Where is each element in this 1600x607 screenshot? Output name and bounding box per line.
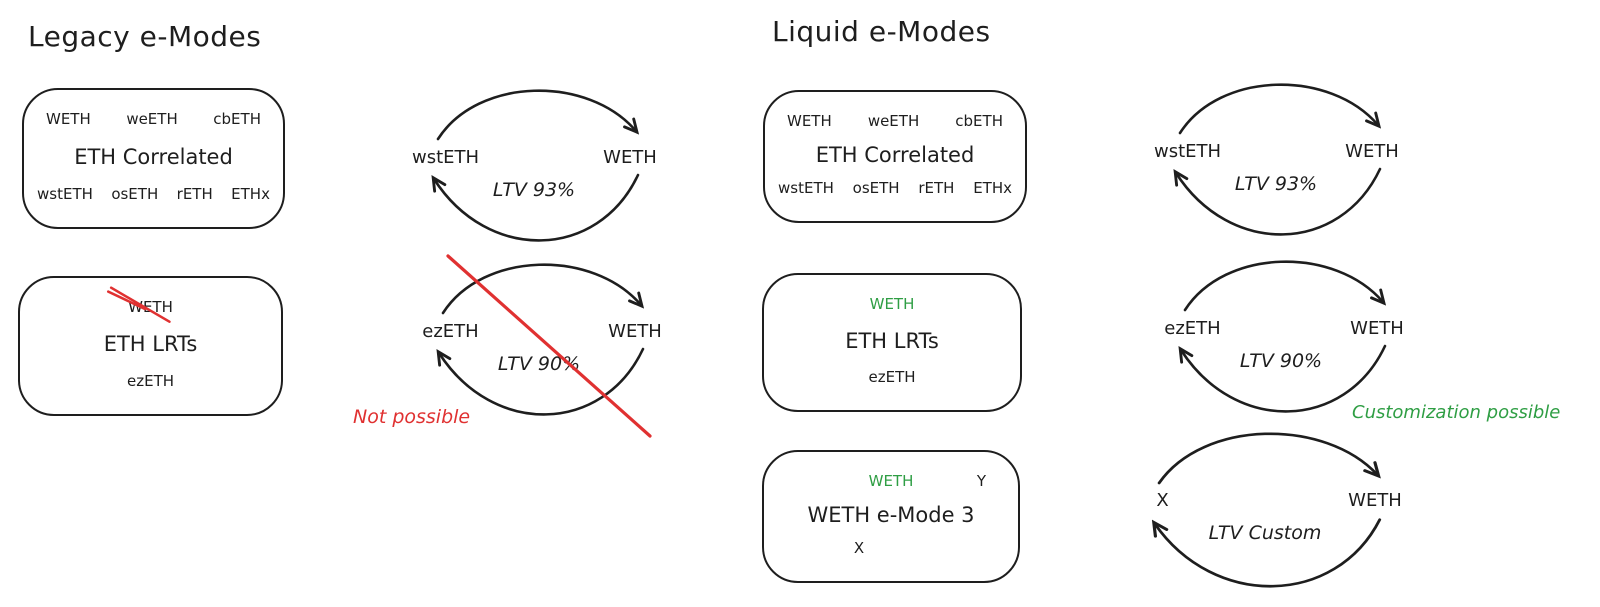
asset-row: wstETH osETH rETH ETHx	[24, 185, 283, 203]
asset-row: ezETH	[764, 368, 1020, 386]
legacy-eth-lrts-box: WETH ETH LRTs ezETH	[18, 276, 283, 416]
asset-token: ezETH	[868, 368, 916, 386]
asset-token: Y	[976, 472, 986, 490]
liquid-cycle-custom-weth: X WETH LTV Custom	[1115, 428, 1415, 595]
box-label-row: ETH LRTs	[764, 329, 1020, 353]
cycle-right-asset: WETH	[1345, 141, 1399, 162]
asset-row: WETH	[20, 298, 281, 316]
not-possible-label: Not possible	[353, 406, 471, 428]
asset-token-enabled: WETH	[868, 472, 914, 490]
box-label: ETH LRTs	[103, 332, 198, 356]
asset-token: osETH	[852, 179, 900, 197]
liquid-title: Liquid e-Modes	[772, 15, 991, 48]
asset-token: X	[853, 539, 865, 557]
legacy-eth-correlated-box: WETH weETH cbETH ETH Correlated wstETH o…	[22, 88, 285, 229]
asset-token: rETH	[176, 185, 213, 203]
asset-token: weETH	[867, 112, 920, 130]
asset-token: wstETH	[778, 179, 834, 197]
cycle-left-asset: wstETH	[1153, 141, 1222, 162]
box-label: WETH e-Mode 3	[807, 502, 975, 527]
asset-token: osETH	[111, 185, 159, 203]
legacy-cycle-ezeth-weth: ezETH WETH LTV 90%	[403, 259, 675, 423]
asset-token: rETH	[918, 179, 955, 197]
liquid-cycle-wsteth-weth: wstETH WETH LTV 93%	[1140, 79, 1412, 243]
asset-token: ETHx	[973, 179, 1012, 197]
asset-token: cbETH	[955, 112, 1003, 130]
red-slash-icon	[440, 248, 658, 444]
cycle-right-asset: WETH	[608, 321, 662, 342]
liquid-weth-emode3-box: WETH Y WETH e-Mode 3 X	[762, 450, 1020, 583]
box-label-row: ETH Correlated	[765, 143, 1025, 167]
asset-row: X	[764, 539, 1018, 557]
cycle-right-asset: WETH	[1350, 318, 1404, 339]
box-label: ETH Correlated	[74, 144, 233, 169]
liquid-eth-lrts-box: WETH ETH LRTs ezETH	[762, 273, 1022, 412]
cycle-left-asset: ezETH	[422, 321, 479, 342]
cycle-right-asset: WETH	[1348, 490, 1402, 511]
box-label: ETH LRTs	[845, 328, 939, 353]
asset-token-struck: WETH	[128, 298, 173, 316]
cycle-arrows-icon	[1145, 260, 1387, 413]
asset-token: cbETH	[213, 110, 261, 128]
cycle-left-asset: wstETH	[411, 147, 480, 168]
asset-token: ezETH	[126, 372, 175, 390]
ltv-label: LTV 90%	[497, 353, 581, 375]
liquid-cycle-ezeth-weth: ezETH WETH LTV 90%	[1145, 256, 1417, 420]
asset-row: WETH	[764, 295, 1020, 313]
ltv-label: LTV Custom	[1208, 522, 1322, 544]
ltv-label: LTV 93%	[492, 179, 576, 201]
cycle-arrows-icon	[398, 89, 640, 242]
cycle-arrows-icon	[403, 263, 645, 416]
legacy-cycle-wsteth-weth: wstETH WETH LTV 93%	[398, 85, 670, 249]
box-label-row: WETH e-Mode 3	[764, 503, 1018, 527]
asset-row: wstETH osETH rETH ETHx	[765, 179, 1025, 197]
asset-row: WETH Y	[764, 472, 1018, 490]
box-label: ETH Correlated	[815, 142, 975, 167]
cycle-left-asset: X	[1156, 490, 1169, 511]
legacy-title: Legacy e-Modes	[28, 20, 262, 53]
asset-row: ezETH	[20, 372, 281, 390]
ltv-label: LTV 93%	[1234, 173, 1318, 195]
ltv-label: LTV 90%	[1239, 350, 1323, 372]
box-label-row: ETH Correlated	[24, 145, 283, 169]
asset-token: weETH	[126, 110, 178, 128]
asset-token-enabled: WETH	[869, 295, 915, 313]
asset-row: WETH weETH cbETH	[24, 110, 283, 128]
liquid-eth-correlated-box: WETH weETH cbETH ETH Correlated wstETH o…	[763, 90, 1027, 223]
box-label-row: ETH LRTs	[20, 332, 281, 356]
asset-token: ETHx	[231, 185, 270, 203]
asset-token: wstETH	[37, 185, 93, 203]
cycle-right-asset: WETH	[603, 147, 657, 168]
asset-token: WETH	[46, 110, 91, 128]
asset-token: WETH	[787, 112, 832, 130]
asset-row: WETH weETH cbETH	[765, 112, 1025, 130]
cycle-arrows-icon	[1115, 432, 1382, 588]
customization-possible-label: Customization possible	[1352, 402, 1561, 423]
cycle-arrows-icon	[1140, 83, 1382, 236]
cycle-left-asset: ezETH	[1164, 318, 1221, 339]
